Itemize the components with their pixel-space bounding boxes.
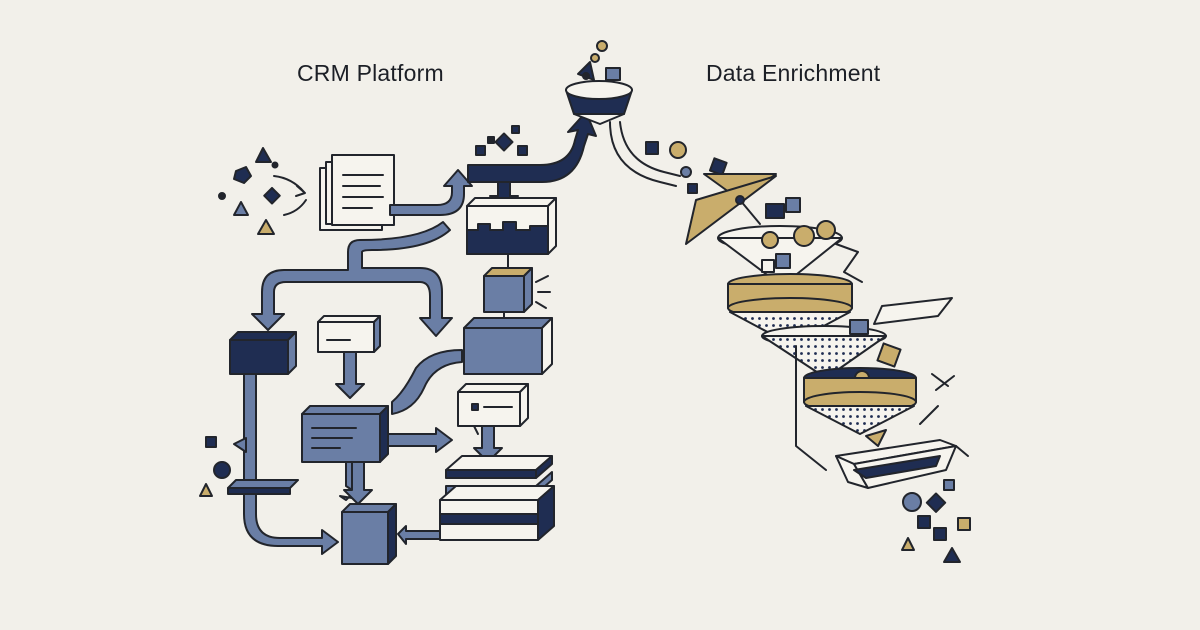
- drum-sieve: [803, 367, 955, 435]
- small-block: [483, 267, 551, 313]
- output-cube: [341, 503, 397, 565]
- sieve-icon: [717, 220, 843, 287]
- message-card: [457, 383, 529, 435]
- bottom-left-particles: [199, 436, 299, 497]
- layer-stack: [439, 455, 555, 541]
- crm-platform-label: CRM Platform: [297, 60, 444, 86]
- hopper-icon: [565, 40, 633, 125]
- database-icon: [229, 331, 297, 375]
- dotted-sieve: [761, 319, 902, 379]
- document-icon: [319, 154, 395, 231]
- gold-sieve: [727, 273, 853, 345]
- funnel-icon: [685, 173, 801, 245]
- tray-icon: [835, 439, 969, 489]
- process-block: [301, 405, 389, 463]
- note-card: [317, 315, 381, 353]
- enrichment-particles: [645, 141, 728, 194]
- output-particles: [901, 479, 971, 563]
- data-enrichment-label: Data Enrichment: [706, 60, 881, 86]
- routing-arrow: [251, 221, 453, 337]
- input-particles: [218, 147, 307, 235]
- top-particles: [475, 125, 528, 156]
- process-cube: [463, 317, 553, 375]
- block-icon: [466, 197, 557, 255]
